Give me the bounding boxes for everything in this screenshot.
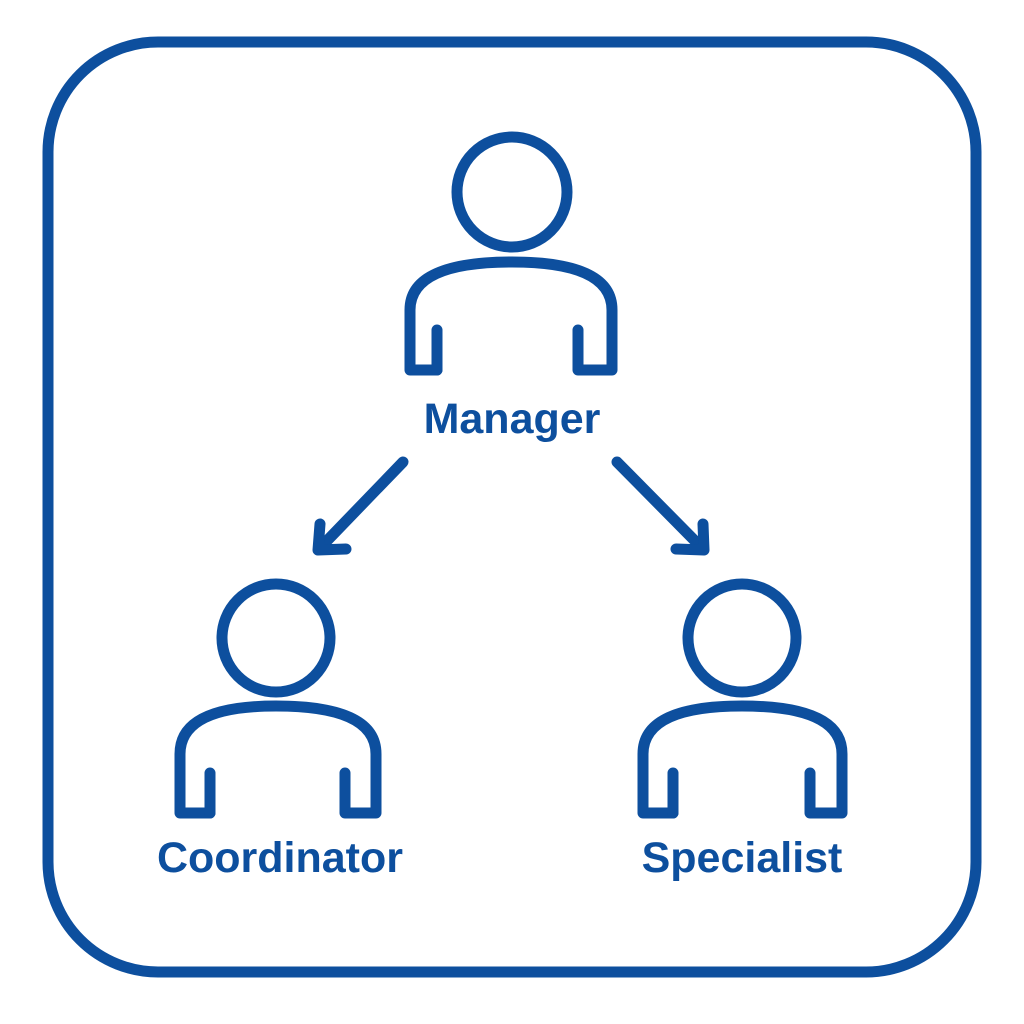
manager-person-icon [404, 131, 618, 376]
arrow-manager-to-specialist [611, 456, 710, 556]
diagram-frame [42, 36, 982, 978]
coordinator-person-icon [174, 578, 382, 819]
coordinator-label: Coordinator [157, 834, 403, 882]
specialist-person-icon [637, 578, 848, 819]
manager-label: Manager [424, 395, 601, 443]
specialist-label: Specialist [642, 834, 843, 882]
arrow-manager-to-coordinator [312, 456, 409, 556]
